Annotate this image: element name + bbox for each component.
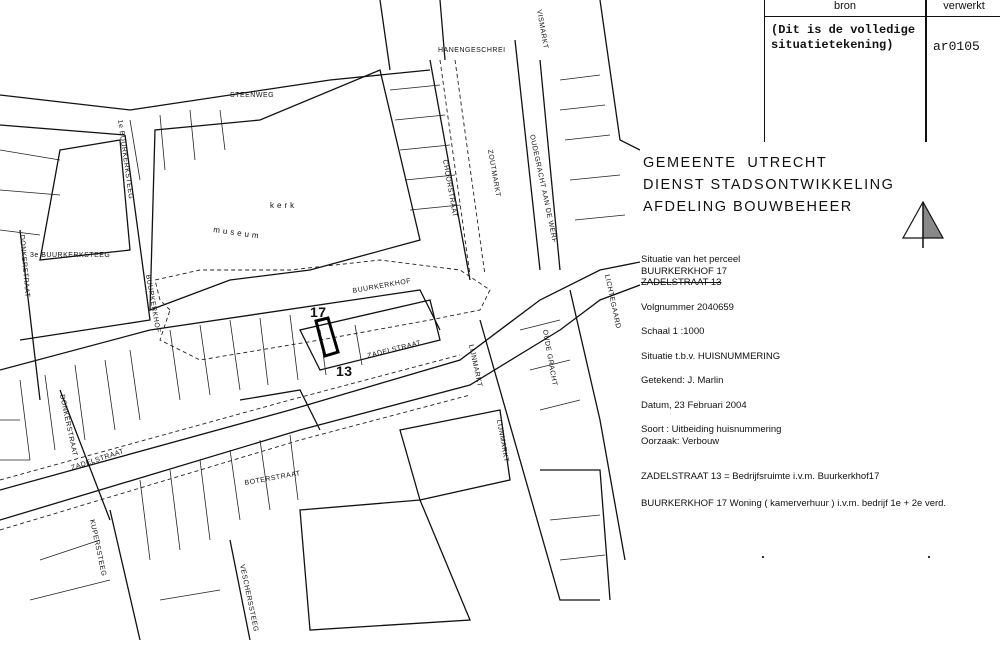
table-header bbox=[765, 0, 1000, 17]
scale: Schaal 1 :1000 bbox=[641, 326, 705, 337]
scan-dot bbox=[928, 556, 930, 558]
label-lijnmarkt-n: LIJNMARKT bbox=[467, 344, 483, 388]
label-zadelstraat-east: ZADELSTRAAT bbox=[367, 340, 422, 360]
label-lijnmarkt-s: LIJNMARKT bbox=[495, 419, 509, 463]
parcel-17-outline bbox=[314, 316, 340, 358]
label-museum: museum bbox=[213, 225, 262, 241]
note-1: ZADELSTRAAT 13 = Bedrijfsruimte i.v.m. B… bbox=[641, 471, 880, 482]
label-1e-buurkerksteeg: 1e BUURKERKSTEEG bbox=[116, 119, 134, 200]
street-lines bbox=[0, 0, 640, 641]
label-oudegracht-werf: OUDEGRACHT AAN DE WERF bbox=[528, 134, 558, 244]
parcel-lines bbox=[0, 74, 626, 601]
label-choorstraat: CHOORSTRAAT bbox=[441, 159, 458, 218]
label-3e-buurkerksteeg: 3e BUURKERKSTEEG bbox=[30, 252, 110, 259]
organisation-heading: GEMEENTE UTRECHT DIENST STADSONTWIKKELIN… bbox=[643, 152, 894, 218]
situation-label: Situatie van het perceel bbox=[641, 254, 741, 265]
table-divider bbox=[925, 0, 927, 142]
cause: Oorzaak: Verbouw bbox=[641, 435, 720, 447]
type: Soort : Uitbeiding huisnummering bbox=[641, 424, 782, 435]
label-donkerstraat-n: DONKERSTRAAT bbox=[18, 235, 30, 299]
source-value: (Dit is de volledige situatietekening) bbox=[771, 23, 916, 52]
processed-value: ar0105 bbox=[933, 39, 980, 54]
purpose: Situatie t.b.v. HUISNUMMERING bbox=[641, 350, 781, 362]
address-current: BUURKERKHOF 17 bbox=[641, 265, 728, 277]
parcel-17-label: 17 bbox=[310, 304, 327, 320]
col-source-header: bron bbox=[833, 0, 857, 12]
label-steenweg: STEENWEG bbox=[230, 92, 274, 99]
source-table: bron verwerkt (Dit is de volledige situa… bbox=[764, 0, 1000, 142]
org-line-3: AFDELING BOUWBEHEER bbox=[643, 199, 853, 215]
label-zoutmarkt: ZOUTMARKT bbox=[486, 149, 501, 198]
label-hanengeschrei: HANENGESCHREI bbox=[438, 47, 506, 54]
col-processed-header: verwerkt bbox=[943, 0, 985, 12]
north-arrow-icon bbox=[901, 200, 945, 248]
label-donkerstraat-s: DONKERSTRAAT bbox=[58, 394, 78, 457]
label-lichtegaard: LICHTEGAARD bbox=[603, 274, 621, 330]
label-kuperssteeg: KUPERSSTEEG bbox=[88, 519, 107, 577]
label-church: kerk bbox=[270, 201, 297, 210]
label-vismarkt: VISMARKT bbox=[535, 9, 549, 50]
drawing-info: Situatie van het perceel BUURKERKHOF 17 … bbox=[641, 254, 946, 509]
org-line-1: GEMEENTE UTRECHT bbox=[643, 155, 828, 171]
sequence-number: Volgnummer 2040659 bbox=[641, 301, 734, 313]
label-zadelstraat-west: ZADELSTRAAT bbox=[70, 448, 125, 472]
label-boterstraat: BOTERSTRAAT bbox=[244, 470, 301, 487]
address-struck: ZADELSTRAAT 13 bbox=[641, 277, 722, 288]
drawn-by: Getekend: J. Marlin bbox=[641, 375, 724, 386]
label-oude-gracht: OUDE GRACHT bbox=[541, 329, 558, 387]
parcel-13-label: 13 bbox=[336, 363, 353, 379]
note-2: BUURKERKHOF 17 Woning ( kamerverhuur ) i… bbox=[641, 497, 947, 509]
label-buurkerkhof-side: BUURKERKHOF bbox=[144, 274, 161, 334]
scan-dot bbox=[762, 556, 764, 558]
footpath-lines bbox=[0, 59, 491, 531]
cadastral-map: STEENWEG HANENGESCHREI VISMARKT ZOUTMARK… bbox=[0, 0, 640, 641]
org-line-2: DIENST STADSONTWIKKELING bbox=[643, 177, 895, 193]
date: Datum, 23 Februari 2004 bbox=[641, 399, 747, 411]
